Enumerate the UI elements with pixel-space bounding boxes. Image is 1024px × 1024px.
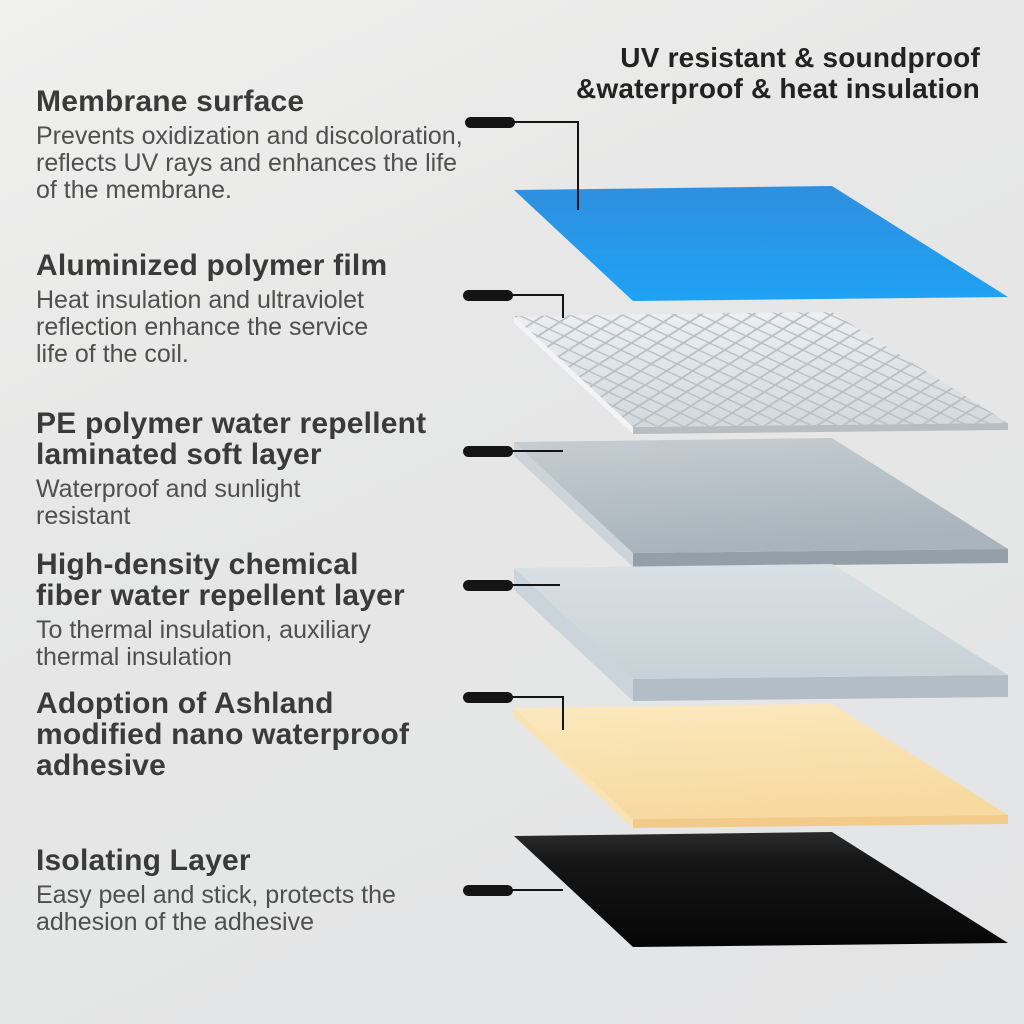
section-nano-waterproof-adhesive: Adoption of Ashland modified nano waterp… — [36, 688, 409, 781]
section-body: Waterproof and sunlight resistant — [36, 475, 301, 530]
section-heading: Adoption of Ashland modified nano waterp… — [36, 687, 410, 782]
connector-line-2 — [512, 294, 564, 318]
section-heading: High-density chemical fiber water repell… — [36, 548, 405, 612]
section-body: Heat insulation and ultraviolet reflecti… — [36, 286, 369, 368]
connector-line-1 — [512, 121, 579, 210]
layer-isolating — [514, 832, 1008, 947]
section-pe-polymer-layer: PE polymer water repellent laminated sof… — [36, 408, 426, 530]
fiber-slab-side-edge — [514, 568, 633, 701]
layer-aluminized-polymer-film — [514, 312, 1008, 434]
connector-line-5 — [512, 696, 564, 730]
section-heading: Membrane surface — [36, 85, 305, 118]
layer-membrane-surface — [514, 186, 1008, 301]
page-title-line-2: &waterproof & heat insulation — [575, 73, 980, 104]
connector-pill-1 — [465, 117, 515, 128]
section-body: Easy peel and stick, protects the adhesi… — [36, 881, 396, 936]
pe-layer-front-edge — [633, 549, 1008, 567]
callout-connectors — [512, 121, 579, 891]
connector-pill-2 — [463, 290, 513, 301]
aluminized-film-front-edge — [633, 423, 1008, 434]
section-heading: Isolating Layer — [36, 844, 251, 877]
pe-layer-side-edge — [514, 442, 633, 567]
callout-pills — [463, 117, 515, 896]
layer-pe-polymer-soft-layer — [514, 438, 1008, 567]
section-heading: PE polymer water repellent laminated sof… — [36, 407, 427, 471]
adhesive-side-edge — [514, 708, 633, 828]
connector-pill-5 — [463, 692, 513, 703]
section-high-density-fiber-layer: High-density chemical fiber water repell… — [36, 549, 405, 671]
fiber-slab-face — [514, 564, 1008, 679]
section-aluminized-polymer-film: Aluminized polymer film Heat insulation … — [36, 250, 387, 368]
layer-high-density-fiber — [514, 564, 1008, 701]
page-title-line-1: UV resistant & soundproof — [620, 42, 980, 73]
connector-pill-3 — [463, 446, 513, 457]
connector-pill-6 — [463, 885, 513, 896]
adhesive-noise — [514, 704, 1008, 819]
section-isolating-layer: Isolating Layer Easy peel and stick, pro… — [36, 845, 396, 936]
adhesive-front-edge — [633, 815, 1008, 828]
section-membrane-surface: Membrane surface Prevents oxidization an… — [36, 86, 463, 204]
aluminized-film-noise — [514, 312, 1008, 427]
membrane-surface-face — [514, 186, 1008, 301]
isolating-layer-face — [514, 832, 1008, 947]
section-body: Prevents oxidization and discoloration, … — [36, 122, 463, 204]
layer-nano-adhesive — [514, 704, 1008, 828]
aluminized-film-side-edge — [514, 316, 633, 434]
pe-layer-noise — [514, 438, 1008, 553]
fiber-slab-front-edge — [633, 675, 1008, 701]
page-title: UV resistant & soundproof &waterproof & … — [576, 42, 980, 104]
connector-pill-4 — [463, 580, 513, 591]
section-heading: Aluminized polymer film — [36, 249, 388, 282]
section-body: To thermal insulation, auxiliary thermal… — [36, 616, 371, 671]
